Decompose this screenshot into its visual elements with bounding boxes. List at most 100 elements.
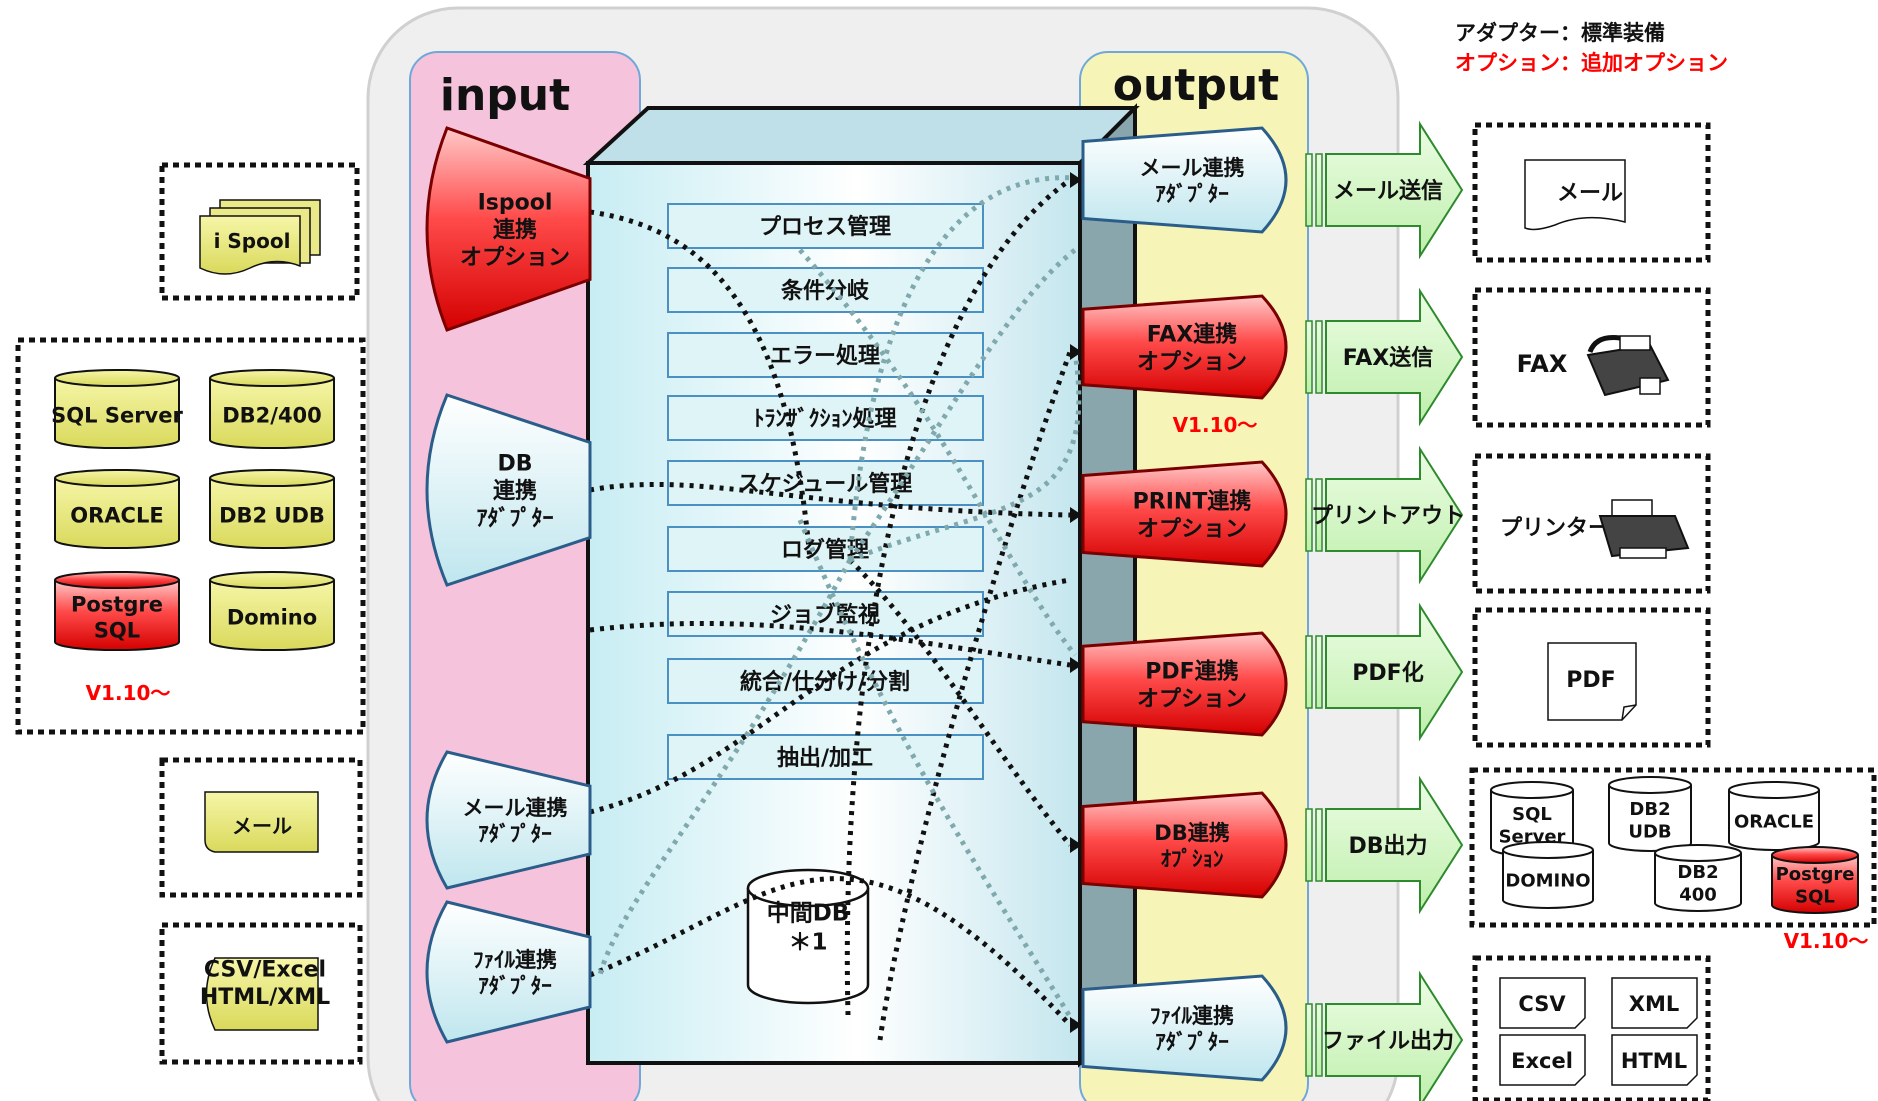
database-label: DB2 UDB	[219, 504, 325, 528]
output-arrow-pdf: PDF化	[1305, 602, 1464, 742]
output-arrow-label: PDF化	[1352, 660, 1423, 686]
fax-machine-icon	[1586, 335, 1670, 397]
input-column-title: input	[440, 70, 570, 121]
input-adapter-file: ﾌｧｲﾙ連携ｱﾀﾞﾌﾟﾀｰ	[425, 900, 592, 1044]
core-function-bar: 条件分岐	[667, 267, 984, 313]
connection-arrowhead	[1070, 837, 1082, 853]
connection-arrowhead	[1070, 507, 1082, 523]
core-function-bar: 抽出/加工	[667, 734, 984, 780]
output-adapter-label: ﾌｧｲﾙ連携ｱﾀﾞﾌﾟﾀｰ	[1150, 1004, 1234, 1054]
core-function-label: エラー処理	[770, 343, 880, 369]
legend-option: オプション：追加オプション	[1455, 51, 1728, 75]
input-adapter-label: メール連携ｱﾀﾞﾌﾟﾀｰ	[463, 796, 568, 846]
dotted-connection	[849, 351, 1082, 563]
output-adapter-label: FAX連携オプション	[1137, 321, 1247, 375]
output-adapter-label: DB連携ｵﾌﾟｼｮﾝ	[1154, 821, 1229, 871]
output-column-title: output	[1113, 60, 1279, 111]
target-file-doc: XML	[1611, 977, 1698, 1029]
dotted-connection	[597, 558, 853, 976]
intermediate-db: 中間DB＊1	[746, 868, 870, 1005]
output-adapter-fax: FAX連携オプション	[1081, 294, 1288, 400]
output-adapter-label: メール連携ｱﾀﾞﾌﾟﾀｰ	[1140, 156, 1245, 206]
output-arrow-label: FAX送信	[1343, 345, 1434, 371]
output-arrow-file: ファイル出力	[1305, 970, 1464, 1101]
core-function-bar: ログ管理	[667, 526, 984, 572]
output-arrow-db: DB出力	[1305, 775, 1464, 915]
target-pdf-label: PDF	[1566, 668, 1615, 693]
dotted-connection	[844, 177, 1072, 1016]
database-label: ORACLE	[1734, 812, 1814, 833]
dotted-connection	[848, 558, 1072, 847]
source-mail-label: メール	[232, 814, 292, 838]
input-adapter-label: ﾌｧｲﾙ連携ｱﾀﾞﾌﾟﾀｰ	[473, 948, 557, 998]
core-function-bar: プロセス管理	[667, 203, 984, 249]
dotted-connection	[877, 351, 1073, 1041]
source-db-version: V1.10～	[86, 681, 171, 705]
legend-standard: アダプター：標準装備	[1455, 21, 1665, 45]
source-database-cylinder: DB2 UDB	[209, 468, 335, 550]
dotted-connection	[847, 248, 1077, 562]
core-function-label: 抽出/加工	[777, 746, 873, 771]
database-label: ORACLE	[70, 504, 163, 528]
target-database-cylinder: ORACLE	[1728, 781, 1820, 851]
source-database-cylinder: DB2/400	[209, 368, 335, 450]
target-pdf: PDF	[1472, 607, 1711, 748]
fax-version-label: V1.10～	[1173, 413, 1258, 437]
target-file-doc: HTML	[1611, 1034, 1698, 1086]
target-db-version: V1.10～	[1784, 929, 1869, 953]
output-arrow-print: プリントアウト	[1305, 445, 1465, 585]
target-database-cylinder: DOMINO	[1502, 841, 1594, 909]
source-ispool-label: i Spool	[214, 229, 291, 253]
output-arrow-fax: FAX送信	[1305, 287, 1464, 427]
dotted-connection	[589, 620, 1071, 668]
core-function-bar: ジョブ監視	[667, 591, 984, 637]
dotted-connection	[589, 876, 1072, 1027]
dotted-connection	[589, 577, 1071, 815]
target-printer-label: プリンター	[1500, 516, 1610, 541]
core-function-list: プロセス管理条件分岐エラー処理ﾄﾗﾝｻﾞｸｼｮﾝ処理スケジュール管理ログ管理ジョ…	[667, 203, 984, 780]
output-arrow-label: メール送信	[1333, 178, 1443, 204]
target-file-label: HTML	[1621, 1049, 1687, 1073]
source-ispool: i Spool	[159, 162, 360, 301]
output-arrow-label: プリントアウト	[1311, 504, 1465, 529]
output-adapter-label: PDF連携オプション	[1137, 658, 1247, 712]
output-adapter-mail: メール連携ｱﾀﾞﾌﾟﾀｰ	[1081, 126, 1288, 234]
database-label: DB2/400	[222, 404, 322, 428]
target-file-doc: CSV	[1499, 977, 1586, 1029]
output-adapter-pdf: PDF連携オプション	[1081, 631, 1288, 737]
dotted-connection	[589, 481, 1071, 518]
intermediate-db-label: 中間DB＊1	[767, 901, 850, 956]
output-adapters: メール連携ｱﾀﾞﾌﾟﾀｰFAX連携オプションPRINT連携オプションPDF連携オ…	[1081, 126, 1288, 1082]
dotted-connection	[847, 175, 1076, 561]
source-database-cylinder: SQL Server	[51, 368, 183, 450]
target-mail-label: メール	[1557, 181, 1623, 206]
core-function-bar: エラー処理	[667, 332, 984, 378]
database-label: DOMINO	[1505, 870, 1590, 891]
core-function-label: プロセス管理	[759, 214, 891, 240]
target-mail: メール	[1472, 122, 1711, 263]
target-file-label: XML	[1629, 992, 1679, 1016]
connection-arrowhead	[1070, 172, 1082, 188]
target-file-label: CSV	[1518, 992, 1566, 1016]
